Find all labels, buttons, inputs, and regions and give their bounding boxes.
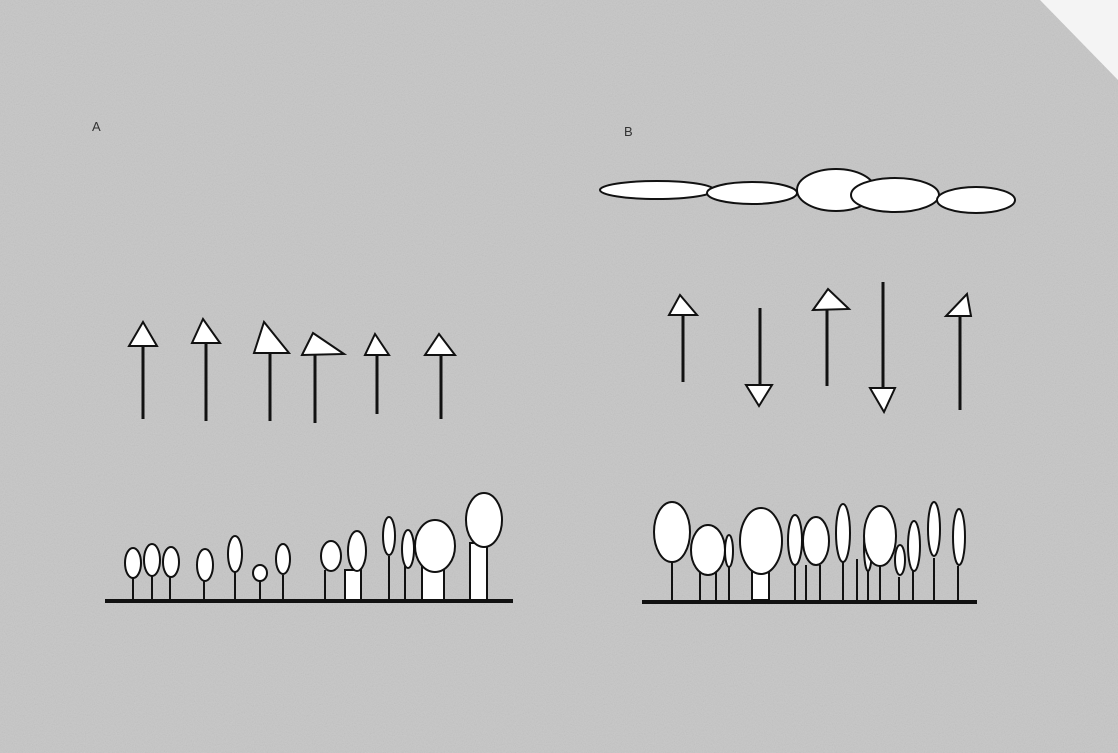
tree xyxy=(724,534,734,600)
tree-wide-trunk xyxy=(739,507,783,601)
tree-wide-trunk xyxy=(344,530,367,601)
tree xyxy=(787,514,803,600)
cloud xyxy=(706,181,798,205)
tree xyxy=(835,503,851,600)
upward-arrow xyxy=(300,331,348,423)
cloud xyxy=(850,177,940,213)
panel-a-arrows xyxy=(127,317,458,423)
tree xyxy=(382,516,396,600)
tree xyxy=(196,548,214,600)
upward-arrow xyxy=(943,291,973,410)
panel-a-label: A xyxy=(92,119,101,134)
upward-arrow xyxy=(127,320,159,419)
cloud xyxy=(599,180,715,200)
upward-arrow xyxy=(252,319,292,421)
panel-b-forest xyxy=(642,501,977,604)
panel-b: B xyxy=(599,124,1016,604)
tree xyxy=(863,505,897,600)
upward-arrow xyxy=(363,331,391,414)
tree-wide-trunk xyxy=(465,492,503,601)
tree xyxy=(690,524,726,600)
tree xyxy=(227,535,243,600)
upward-arrow xyxy=(190,317,222,421)
tree xyxy=(162,546,180,600)
upward-arrow xyxy=(667,293,700,382)
cloud xyxy=(936,186,1016,214)
tree xyxy=(802,516,830,600)
tree xyxy=(124,547,142,600)
downward-arrow xyxy=(744,308,774,408)
tree xyxy=(252,564,268,600)
tree xyxy=(952,508,966,600)
upward-arrow xyxy=(423,332,458,419)
tree xyxy=(320,540,342,600)
panel-a-forest xyxy=(105,492,513,603)
tree xyxy=(653,501,691,600)
tree xyxy=(275,543,291,600)
upward-arrow xyxy=(811,287,852,386)
tree-wide-trunk xyxy=(414,519,456,601)
panel-a: A xyxy=(92,119,513,603)
tree xyxy=(927,501,941,600)
paper-corner xyxy=(1040,0,1118,80)
downward-arrow xyxy=(868,282,897,415)
tree xyxy=(143,543,161,600)
panel-b-arrows xyxy=(667,282,973,415)
cloud-band xyxy=(599,168,1016,214)
tree xyxy=(894,544,906,600)
panel-b-label: B xyxy=(624,124,633,139)
tree xyxy=(401,529,415,600)
tree xyxy=(907,520,921,600)
